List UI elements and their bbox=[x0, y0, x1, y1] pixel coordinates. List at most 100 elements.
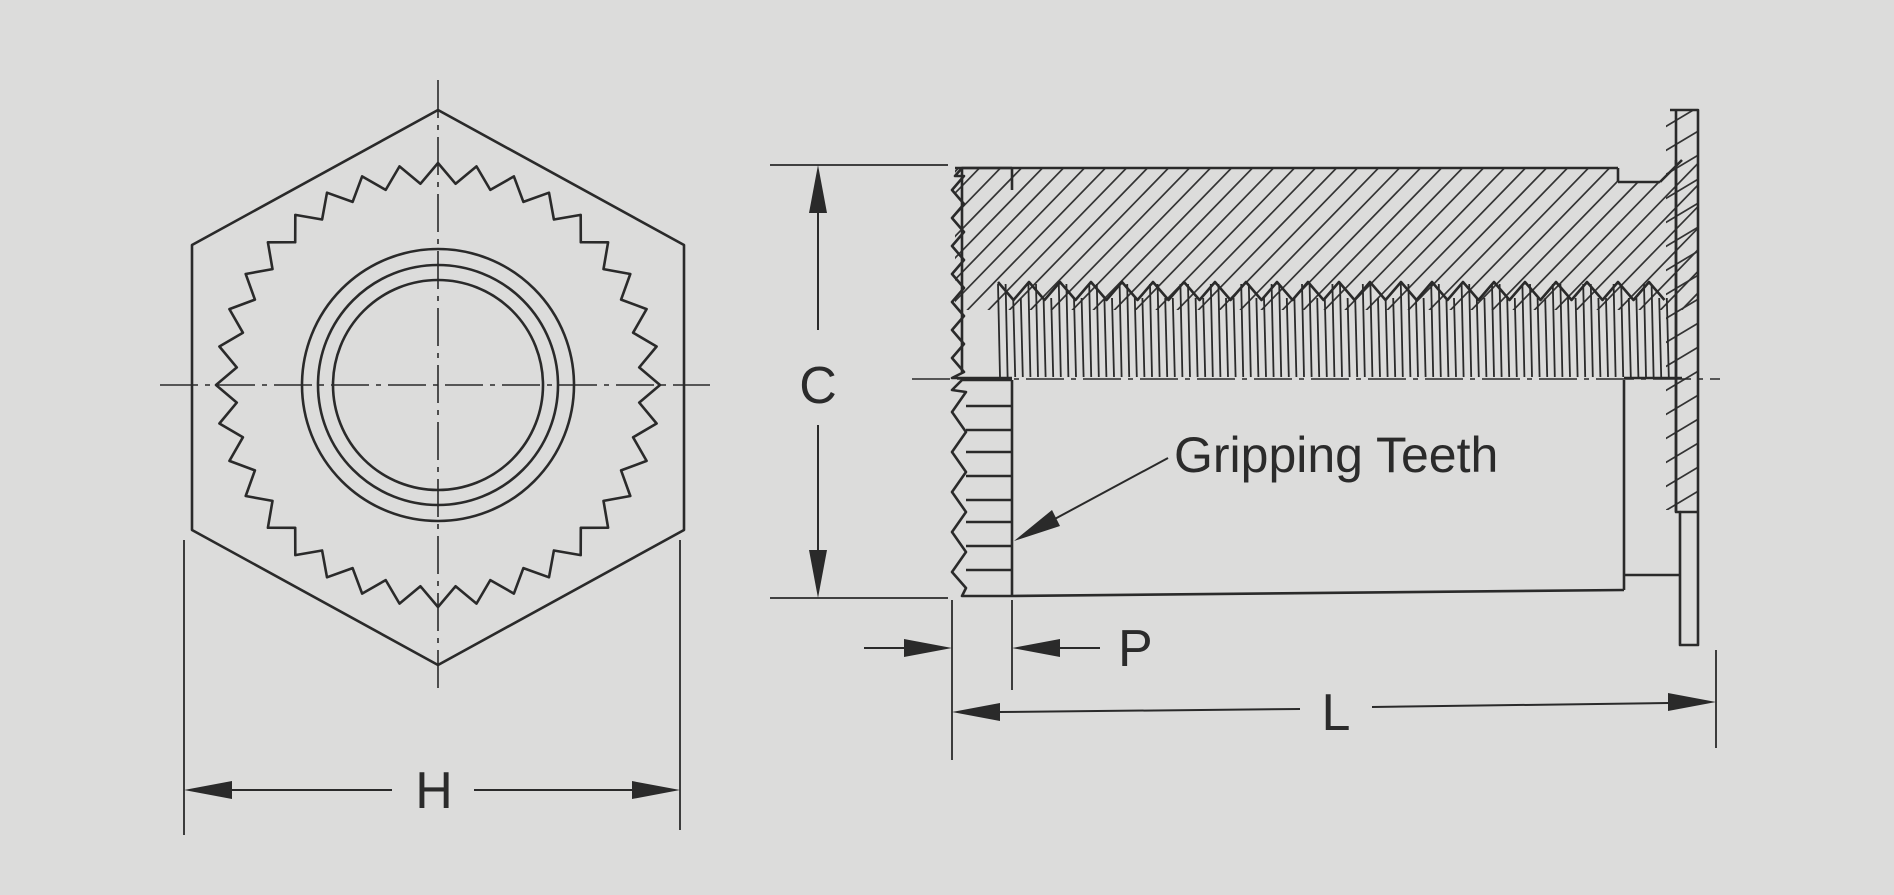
thread-flank-line bbox=[1225, 297, 1229, 378]
thread-flank-line bbox=[1460, 283, 1465, 378]
thread-flank-line bbox=[1468, 283, 1473, 378]
thread-flank-line bbox=[1597, 297, 1602, 378]
thread-flank-line bbox=[1377, 297, 1381, 378]
thread-flank-line bbox=[1012, 297, 1017, 378]
thread-flank-line bbox=[1643, 283, 1647, 378]
thread-flank-line bbox=[1232, 297, 1237, 378]
thread-flank-line bbox=[1437, 283, 1442, 378]
h-label: H bbox=[415, 762, 453, 820]
hatch-line bbox=[1666, 250, 1698, 272]
hatch-line bbox=[955, 160, 977, 310]
thread-flank-line bbox=[1035, 283, 1039, 378]
hatch-line bbox=[1598, 160, 1698, 310]
hatch-line bbox=[1178, 160, 1355, 310]
thread-flank-line bbox=[1346, 297, 1351, 378]
hatch-line bbox=[1640, 160, 1698, 310]
hatch-line bbox=[1660, 532, 1710, 562]
hatch-line bbox=[1666, 394, 1698, 416]
hatch-line bbox=[1746, 150, 1894, 330]
l-dim-line-right bbox=[1371, 702, 1669, 708]
thread-flank-line bbox=[1407, 283, 1412, 378]
thread-flank-line bbox=[1361, 283, 1366, 378]
hatch-line bbox=[955, 160, 1019, 310]
thread-flank-line bbox=[1453, 297, 1457, 378]
hatch-line bbox=[1346, 160, 1523, 310]
hatch-line bbox=[1666, 130, 1698, 152]
hatch-line bbox=[955, 160, 1103, 310]
hatch-line bbox=[1115, 160, 1292, 310]
l-label: L bbox=[1322, 684, 1351, 742]
thread-flank-line bbox=[1179, 283, 1184, 378]
hatch-line bbox=[1325, 160, 1502, 310]
hatch-line bbox=[1451, 160, 1628, 310]
hatch-line bbox=[955, 160, 1040, 310]
thread-flank-line bbox=[1567, 297, 1571, 378]
thread-flank-line bbox=[1483, 297, 1488, 378]
thread-flank-line bbox=[1513, 297, 1518, 378]
thread-flank-line bbox=[1103, 297, 1108, 378]
hatch-line bbox=[1220, 160, 1397, 310]
thread-flank-line bbox=[1559, 283, 1564, 378]
hatch-line bbox=[1666, 226, 1698, 248]
hatch-line bbox=[1409, 160, 1586, 310]
thread-flank-line bbox=[1301, 283, 1305, 378]
thread-flank-line bbox=[1118, 283, 1123, 378]
thread-flank-line bbox=[1665, 297, 1670, 378]
hatch-line bbox=[1073, 160, 1250, 310]
thread-flank-line bbox=[1354, 297, 1359, 378]
thread-flank-line bbox=[1620, 283, 1625, 378]
hatch-line bbox=[1094, 160, 1271, 310]
hatch-line bbox=[1010, 160, 1187, 310]
l-dim-line-left bbox=[999, 708, 1301, 713]
hatch-line bbox=[955, 160, 998, 310]
hatch-line bbox=[1619, 160, 1698, 310]
thread-flank-line bbox=[997, 283, 1001, 378]
thread-flank-line bbox=[1004, 283, 1009, 378]
thread-flank-line bbox=[1658, 297, 1663, 378]
thread-flank-line bbox=[1399, 283, 1404, 378]
thread-flank-line bbox=[1536, 297, 1541, 378]
thread-flank-line bbox=[1263, 297, 1267, 378]
p-arrow-left bbox=[904, 639, 952, 657]
body-bottom-edge bbox=[1011, 588, 1625, 598]
thread-flank-line bbox=[1308, 283, 1313, 378]
thread-flank-line bbox=[1209, 283, 1214, 378]
thread-flank-line bbox=[1278, 283, 1283, 378]
thread-flank-line bbox=[1293, 297, 1298, 378]
hatch-line bbox=[1430, 160, 1607, 310]
thread-flank-line bbox=[1088, 283, 1093, 378]
hatch-line bbox=[1661, 160, 1698, 310]
hatch-line bbox=[1682, 160, 1698, 310]
thread-flank-line bbox=[1650, 283, 1655, 378]
hatch-line bbox=[1052, 160, 1229, 310]
hatch-line bbox=[1262, 160, 1439, 310]
hatch-line bbox=[989, 160, 1166, 310]
hatch-line bbox=[1367, 160, 1544, 310]
hatch-line bbox=[1157, 160, 1334, 310]
hatch-line bbox=[1666, 202, 1698, 224]
thread-flank-line bbox=[1187, 283, 1191, 378]
thread-flank-line bbox=[1605, 297, 1609, 378]
thread-flank-line bbox=[1202, 297, 1207, 378]
thread-flank-line bbox=[1392, 297, 1397, 378]
hatch-line bbox=[1241, 160, 1418, 310]
end-view: H bbox=[160, 80, 710, 835]
thread-flank-line bbox=[1627, 297, 1632, 378]
thread-flank-line bbox=[1521, 283, 1526, 378]
hatch-line bbox=[955, 160, 956, 310]
thread-flank-line bbox=[1126, 283, 1131, 378]
gripping-teeth-lines bbox=[950, 168, 1014, 598]
thread-flank-line bbox=[1574, 297, 1579, 378]
hatch-line bbox=[968, 160, 1145, 310]
thread-flank-line bbox=[1331, 283, 1336, 378]
gripping-teeth-callout: Gripping Teeth bbox=[1174, 427, 1498, 483]
c-label: C bbox=[799, 357, 837, 415]
l-arrow-left bbox=[952, 703, 1000, 721]
thread-flank-line bbox=[1384, 297, 1389, 378]
thread-flank-line bbox=[1217, 283, 1222, 378]
hatch-line bbox=[1535, 160, 1698, 310]
section-hatching bbox=[955, 150, 1894, 330]
hatch-line bbox=[1136, 160, 1313, 310]
thread-flank-line bbox=[1080, 297, 1085, 378]
